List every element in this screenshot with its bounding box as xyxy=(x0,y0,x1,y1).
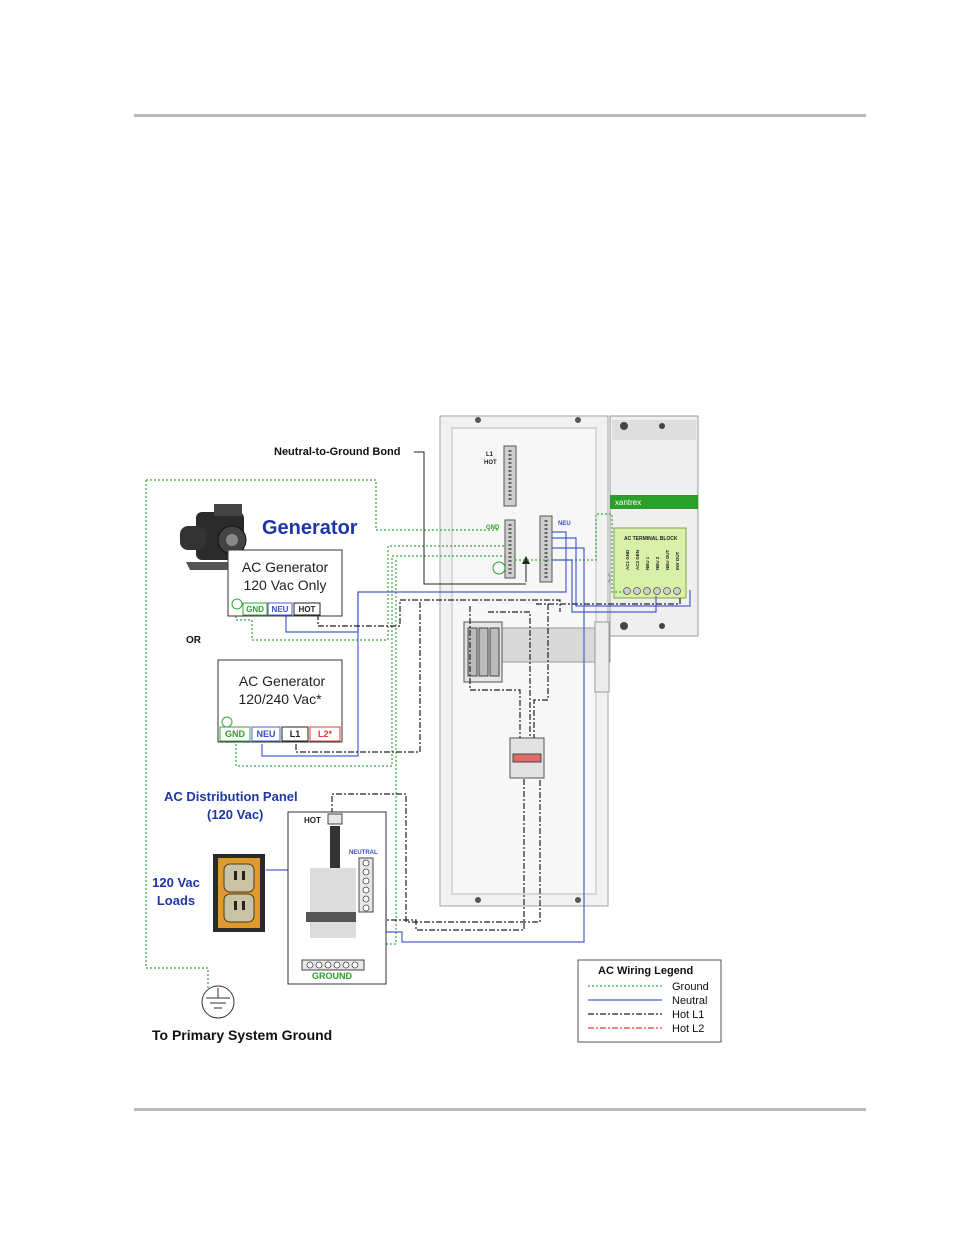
bus-neu-label: NEU xyxy=(558,521,571,527)
gen1-hot-terminal: HOT xyxy=(299,605,316,614)
legend-label: Hot L2 xyxy=(672,1023,704,1035)
legend-title: AC Wiring Legend xyxy=(598,965,693,977)
gen2-gnd-terminal: GND xyxy=(225,729,246,739)
main-ac-panel: L1 HOT GND NEU xyxy=(439,415,611,907)
dist-neutral-label: NEUTRAL xyxy=(349,850,378,856)
dist-ground-label: GROUND xyxy=(312,971,352,981)
legend-label: Ground xyxy=(672,981,709,993)
header-rule xyxy=(134,114,866,117)
generator-120-240-box: AC Generator 120/240 Vac* GND NEU L1 L2* xyxy=(217,659,343,743)
ac-terminal-block xyxy=(613,527,687,599)
dist-panel-rating: (120 Vac) xyxy=(207,807,263,822)
wiring-legend: AC Wiring Legend Ground Neutral Hot L1 H… xyxy=(577,959,722,1043)
footer-rule xyxy=(134,1108,866,1111)
brand-band xyxy=(610,495,698,509)
terminal-block-title: AC TERMINAL BLOCK xyxy=(624,536,678,542)
bus-l1-label: L1 xyxy=(486,452,494,458)
brand-label: xantrex xyxy=(615,498,641,507)
gen2-neu-terminal: NEU xyxy=(256,729,275,739)
legend-label: Neutral xyxy=(672,995,707,1007)
gen1-neu-terminal: NEU xyxy=(272,605,289,614)
ground-icon xyxy=(201,985,235,1019)
terminal-label: NEU 2 xyxy=(655,556,660,570)
neutral-ground-bond-label: Neutral-to-Ground Bond xyxy=(274,446,400,458)
outlet-icon xyxy=(213,854,265,932)
inverter-unit: xantrex AC TERMINAL BLOCK AC1 GND AC2 GE… xyxy=(597,415,699,637)
ground-caption: To Primary System Ground xyxy=(152,1027,332,1043)
gen2-title: AC Generator xyxy=(239,673,326,689)
terminal-label: NEU 1 xyxy=(645,556,650,570)
gen2-rating: 120/240 Vac* xyxy=(238,691,322,707)
bus-hot-label: HOT xyxy=(484,460,497,466)
terminal-label: NEU OUT xyxy=(665,549,670,570)
legend-label: Hot L1 xyxy=(672,1009,704,1021)
gen1-gnd-terminal: GND xyxy=(246,605,264,614)
gen1-rating: 120 Vac Only xyxy=(243,577,326,593)
dist-hot-label: HOT xyxy=(304,816,321,825)
terminal-label: AC2 GEN xyxy=(635,550,640,570)
terminal-label: AC1 GND xyxy=(625,549,630,570)
terminal-label: INV OUT xyxy=(675,551,680,570)
or-label: OR xyxy=(186,635,202,646)
bus-gnd-label: GND xyxy=(486,525,500,531)
loads-subtitle: Loads xyxy=(157,893,195,908)
generator-title: Generator xyxy=(262,517,358,539)
gen2-l1-terminal: L1 xyxy=(290,729,301,739)
gen2-l2-terminal: L2* xyxy=(318,729,333,739)
ac-distribution-panel: HOT NEUTRAL GROUND xyxy=(287,811,387,985)
loads-title: 120 Vac xyxy=(152,875,200,890)
dist-panel-title: AC Distribution Panel xyxy=(164,789,298,804)
generator-120-box: AC Generator 120 Vac Only GND NEU HOT xyxy=(227,549,343,617)
gen1-title: AC Generator xyxy=(242,559,329,575)
